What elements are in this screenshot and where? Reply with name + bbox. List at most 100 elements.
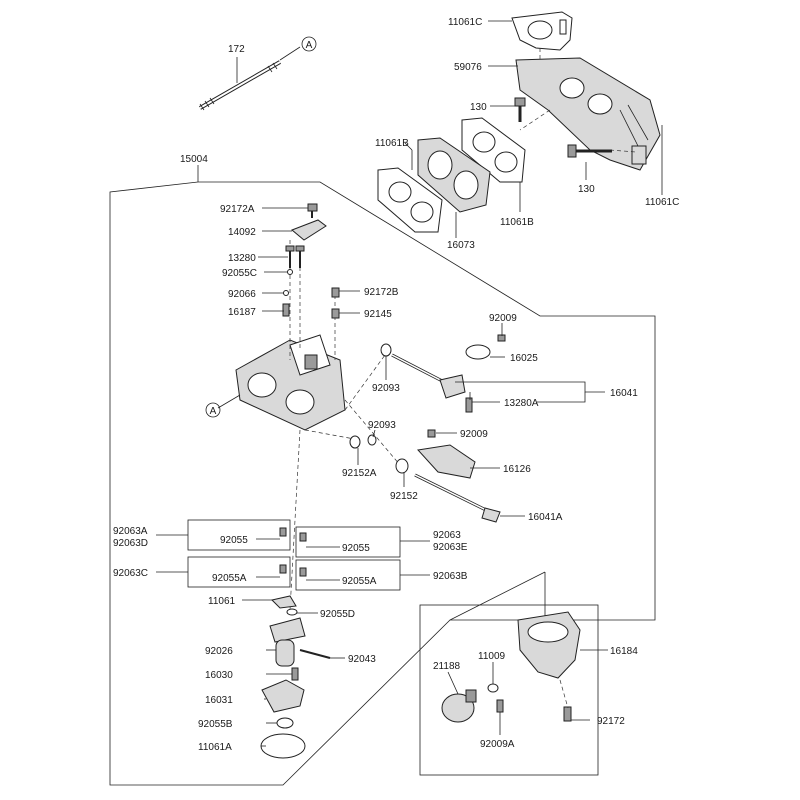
bracket-14092 xyxy=(291,219,327,241)
seal-92093-lower xyxy=(367,434,377,446)
oring-92055d xyxy=(286,608,298,616)
spring-92145 xyxy=(331,308,340,319)
leader-callout-a-body xyxy=(217,394,241,409)
label-92055a-left: 92055A xyxy=(212,573,247,584)
bolt-130-lower xyxy=(567,144,612,158)
jet-92055-b xyxy=(299,532,307,542)
label-13280: 13280 xyxy=(228,253,256,264)
seal-92093-upper xyxy=(380,343,392,357)
label-11061: 11061 xyxy=(208,596,236,607)
throttle-shaft-16041 xyxy=(391,353,466,399)
screw-92009-upper xyxy=(497,334,506,342)
stud-part-172 xyxy=(199,60,281,111)
dash-solenoid xyxy=(559,679,569,709)
label-92152: 92152 xyxy=(390,491,418,502)
label-16025: 16025 xyxy=(510,353,538,364)
callout-a-body-circle xyxy=(205,402,221,418)
insulator-59076 xyxy=(515,57,661,171)
label-callout-a-top: A xyxy=(306,40,313,51)
label-16073: 16073 xyxy=(447,240,475,251)
bowl-body-16184 xyxy=(517,611,581,679)
label-16041: 16041 xyxy=(610,388,638,399)
bushing-92152 xyxy=(395,458,409,474)
label-16031: 16031 xyxy=(205,695,233,706)
choke-plate-16126 xyxy=(417,444,476,479)
screw-92172a xyxy=(307,203,318,218)
assembly-outline xyxy=(109,181,656,786)
jet-92055a-b xyxy=(299,567,307,577)
dash-body-4 xyxy=(344,354,386,411)
label-11061b-right: 11061B xyxy=(500,217,534,228)
label-92063a: 92063A xyxy=(113,526,148,537)
label-16126: 16126 xyxy=(503,464,531,475)
dash-body-7 xyxy=(304,429,361,441)
screw-92009a xyxy=(496,699,504,713)
dash-upper-2 xyxy=(519,109,551,131)
jet-92055-a xyxy=(279,527,287,537)
label-92055-right: 92055 xyxy=(342,543,370,554)
ring-92066 xyxy=(283,290,289,296)
label-92009-lower: 92009 xyxy=(460,429,488,440)
label-callout-a-body: A xyxy=(210,406,217,417)
label-92145: 92145 xyxy=(364,309,392,320)
jet-box-92063 xyxy=(295,526,401,558)
label-16030: 16030 xyxy=(205,670,233,681)
solenoid-21188 xyxy=(441,689,477,723)
leader-callout-a-top xyxy=(279,46,301,61)
needle-16030 xyxy=(291,667,299,681)
oring-92055b xyxy=(276,717,294,729)
jet-92055a-a xyxy=(279,564,287,574)
label-92063: 92063 xyxy=(433,530,461,541)
dash-upper-3 xyxy=(609,149,637,153)
label-92063e: 92063E xyxy=(433,542,468,553)
solenoid-box xyxy=(419,604,599,776)
label-92055c: 92055C xyxy=(222,268,257,279)
label-13280a: 13280A xyxy=(504,398,539,409)
label-92093-upper: 92093 xyxy=(372,383,400,394)
screw-92172 xyxy=(563,706,572,722)
oring-11009 xyxy=(487,683,499,693)
gasket-11061 xyxy=(271,595,297,609)
label-92066: 92066 xyxy=(228,289,256,300)
bolt-130-upper xyxy=(514,97,526,122)
gasket-11061a xyxy=(260,733,306,759)
label-92172: 92172 xyxy=(597,716,625,727)
label-92026: 92026 xyxy=(205,646,233,657)
label-11009: 11009 xyxy=(478,651,506,662)
label-11061a: 11061A xyxy=(198,742,232,753)
label-59076: 59076 xyxy=(454,62,482,73)
insulator-16073 xyxy=(417,137,491,213)
dash-body-5 xyxy=(289,429,301,611)
pin-92043 xyxy=(299,649,331,659)
label-92063d: 92063D xyxy=(113,538,148,549)
screw-92009-lower xyxy=(427,429,436,438)
label-92063b: 92063B xyxy=(433,571,468,582)
label-15004: 15004 xyxy=(180,154,208,165)
label-172: 172 xyxy=(228,44,245,55)
float-16031 xyxy=(261,679,305,713)
label-11061c-right: 11061C xyxy=(645,197,679,208)
carburetor-body xyxy=(235,334,346,431)
dash-body-6 xyxy=(344,399,401,466)
label-16041a: 16041A xyxy=(528,512,563,523)
label-92055b: 92055B xyxy=(198,719,233,730)
washer-92055c xyxy=(287,269,293,275)
label-92009a: 92009A xyxy=(480,739,515,750)
screw-13280a xyxy=(465,397,473,413)
label-130-upper: 130 xyxy=(470,102,487,113)
screw-92172b xyxy=(331,287,340,298)
leader-lines xyxy=(242,20,663,747)
screw-16187 xyxy=(282,303,290,317)
label-16187: 16187 xyxy=(228,307,256,318)
label-92009-upper: 92009 xyxy=(489,313,517,324)
throttle-plate-16025 xyxy=(465,344,491,360)
label-16184: 16184 xyxy=(610,646,638,657)
callout-a-top-circle xyxy=(301,36,317,52)
label-92172a: 92172A xyxy=(220,204,255,215)
label-92055d: 92055D xyxy=(320,609,355,620)
choke-shaft-16041a xyxy=(414,473,501,523)
label-92063c: 92063C xyxy=(113,568,148,579)
gasket-11061b-left xyxy=(377,167,443,233)
label-92043: 92043 xyxy=(348,654,376,665)
